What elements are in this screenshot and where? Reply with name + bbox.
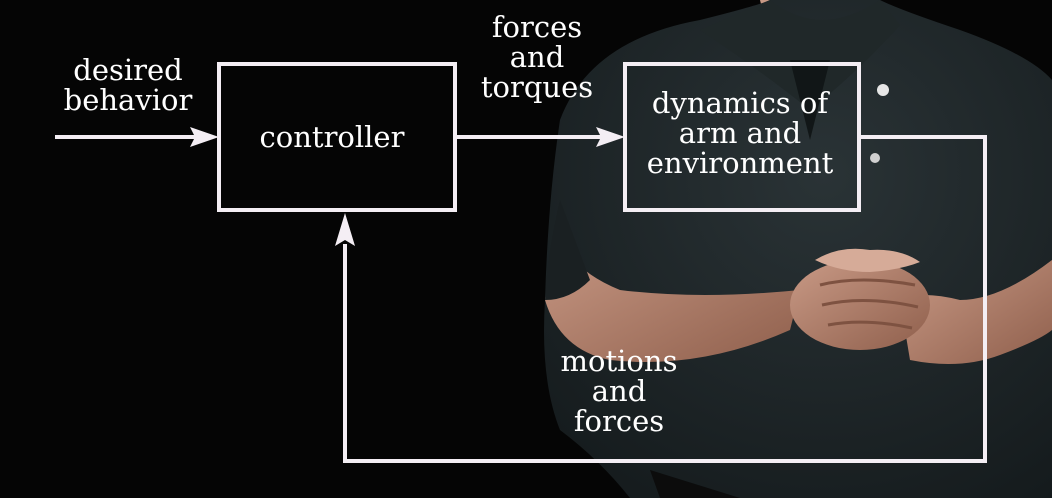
left-arm <box>545 230 800 362</box>
signal-label-line2: and <box>509 40 565 74</box>
plant-label-line2: arm and <box>678 116 802 150</box>
shirt <box>544 0 1052 498</box>
plant-label: dynamics of arm and environment <box>647 88 834 178</box>
feedback-label-line3: forces <box>573 404 665 438</box>
shirt-button <box>877 84 889 96</box>
feedback-label-line1: motions <box>560 344 678 378</box>
signal-label-line1: forces <box>491 10 583 44</box>
feedback-label: motions and forces <box>561 346 678 436</box>
signal-arrowhead <box>596 127 625 147</box>
feedback-label-line2: and <box>591 374 647 408</box>
shirt-button <box>870 153 880 163</box>
input-label: desired behavior <box>64 55 193 115</box>
input-arrowhead <box>190 127 219 147</box>
controller-label-text: controller <box>259 120 405 154</box>
feedback-arrowhead <box>335 213 355 246</box>
right-arm <box>900 260 1052 364</box>
collar <box>700 0 900 110</box>
signal-label-line3: torques <box>480 70 594 104</box>
plant-label-line1: dynamics of <box>651 86 829 120</box>
input-label-line2: behavior <box>63 83 193 117</box>
controller-label: controller <box>260 122 405 152</box>
input-label-line1: desired <box>73 53 183 87</box>
feedback-path <box>343 135 987 463</box>
signal-label: forces and torques <box>481 12 593 102</box>
plant-label-line3: environment <box>646 146 834 180</box>
